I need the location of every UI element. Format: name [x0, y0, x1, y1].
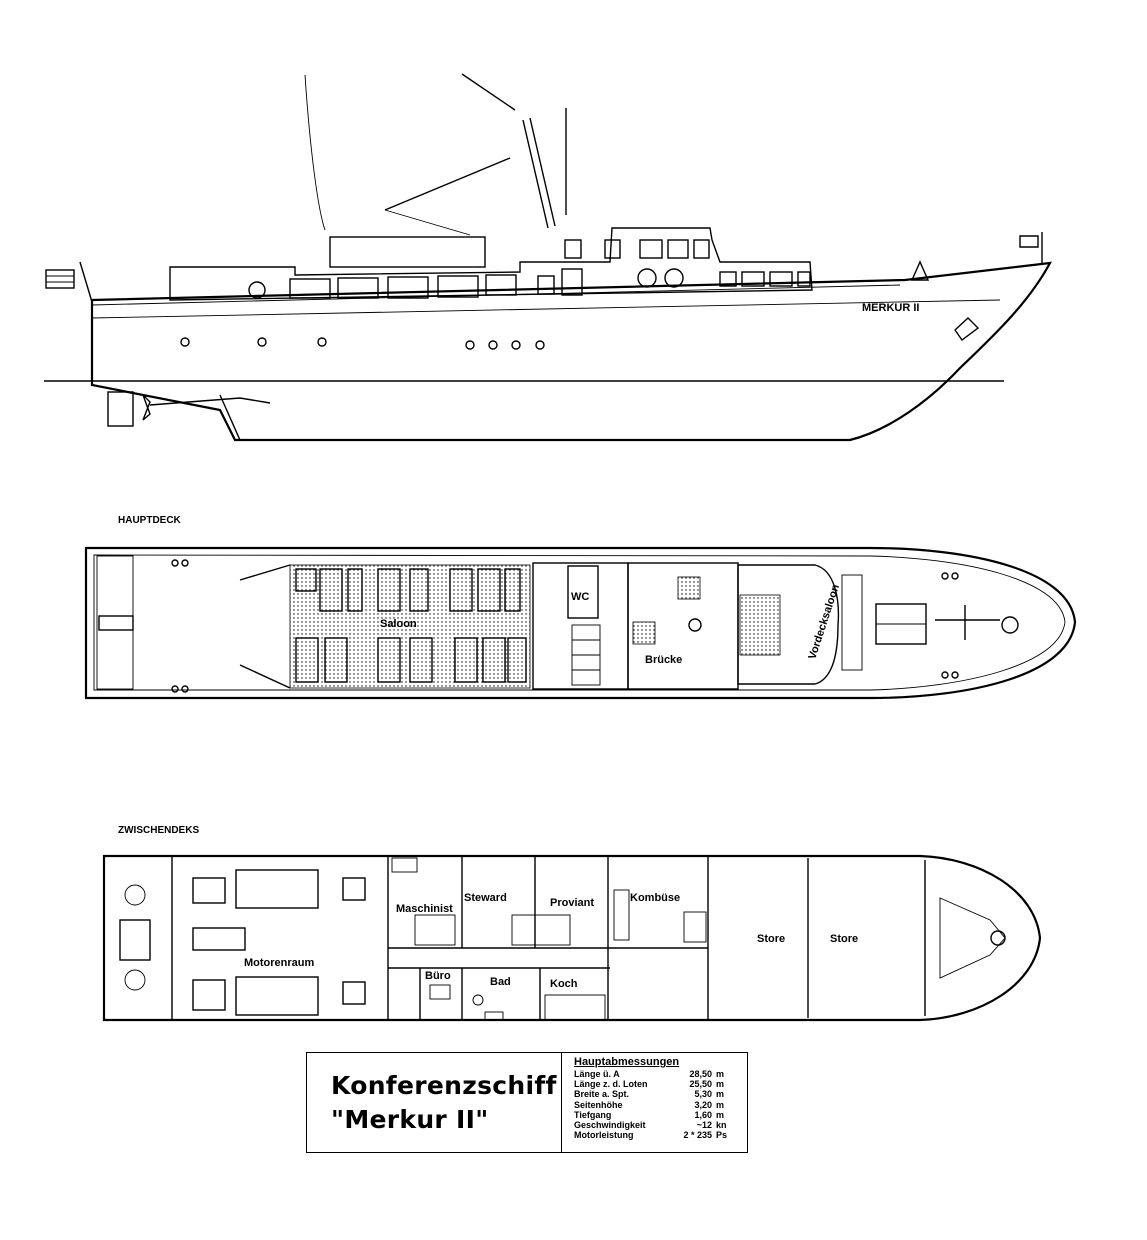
dimension-unit: kn	[716, 1120, 727, 1131]
dimension-label: Breite a. Spt.	[574, 1089, 630, 1100]
room-motorenraum: Motorenraum	[244, 957, 315, 969]
dimension-row: Geschwindigkeit ~12 kn	[574, 1120, 734, 1130]
dimension-value: 3,20	[694, 1099, 712, 1110]
main-deck-heading: HAUPTDECK	[118, 515, 182, 526]
dimension-row: Motorleistung 2 * 235 Ps	[574, 1130, 734, 1140]
dimension-value: 25,50	[689, 1079, 712, 1090]
room-kombuese: Kombüse	[630, 892, 680, 904]
dimension-label: Länge z. d. Loten	[574, 1079, 648, 1090]
hull-side	[90, 261, 1052, 442]
dimension-row: Seitenhöhe 3,20 m	[574, 1100, 734, 1110]
deckhouse	[169, 227, 813, 301]
portholes	[180, 337, 545, 350]
dimension-row: Länge ü. A 28,50 m	[574, 1069, 734, 1079]
hull-name: MERKUR II	[862, 302, 919, 314]
dimension-label: Motorleistung	[574, 1130, 634, 1141]
bow-winch-icon	[1001, 616, 1019, 634]
dimension-row: Tiefgang 1,60 m	[574, 1110, 734, 1120]
lower-deck-outline	[102, 854, 1042, 1022]
dimensions-heading: Hauptabmessungen	[574, 1056, 680, 1068]
dimension-unit: Ps	[716, 1130, 728, 1141]
main-deck-outline	[84, 546, 1077, 700]
dimension-label: Seitenhöhe	[574, 1099, 623, 1110]
dimension-unit: m	[716, 1089, 725, 1100]
dimension-row: Länge z. d. Loten 25,50 m	[574, 1079, 734, 1089]
room-steward: Steward	[464, 892, 507, 904]
room-wc: WC	[571, 591, 589, 603]
rudder	[107, 391, 134, 427]
title-line-1: Konferenzschiff	[331, 1071, 557, 1100]
dimension-value: 1,60	[694, 1109, 712, 1120]
anchor	[954, 317, 980, 341]
dimension-row: Breite a. Spt. 5,30 m	[574, 1089, 734, 1099]
dimension-unit: m	[716, 1099, 725, 1110]
lower-deck-plan: Motorenraum Maschinist Steward Proviant …	[102, 854, 1042, 1022]
side-elevation: MERKUR II	[44, 73, 1052, 442]
room-store-1: Store	[757, 933, 785, 945]
room-proviant: Proviant	[550, 897, 594, 909]
dimension-value: 5,30	[694, 1089, 712, 1100]
room-maschinist: Maschinist	[396, 903, 453, 915]
room-saloon: Saloon	[380, 618, 417, 630]
room-buero: Büro	[425, 970, 451, 982]
dimension-unit: m	[716, 1069, 725, 1079]
title-line-2: "Merkur II"	[331, 1105, 489, 1134]
room-koch: Koch	[550, 978, 578, 990]
dimension-label: Geschwindigkeit	[574, 1120, 646, 1131]
title-block: Konferenzschiff "Merkur II" Hauptabmessu…	[306, 1052, 748, 1153]
stern-flag	[45, 269, 75, 289]
dimension-label: Tiefgang	[574, 1109, 612, 1120]
bow-flag	[1019, 235, 1039, 248]
propeller	[142, 394, 151, 421]
mast	[522, 119, 549, 229]
dimension-label: Länge ü. A	[574, 1069, 620, 1079]
dimension-value: 2 * 235	[683, 1130, 712, 1141]
dimension-value: ~12	[696, 1120, 712, 1131]
saloon-chairs	[295, 568, 527, 683]
dimension-unit: m	[716, 1109, 725, 1120]
dimension-unit: m	[716, 1079, 725, 1090]
room-store-2: Store	[830, 933, 858, 945]
title-panel: Konferenzschiff "Merkur II"	[307, 1053, 562, 1152]
wheel-icon	[688, 618, 702, 632]
chain-locker-icon	[990, 930, 1006, 946]
room-bad: Bad	[490, 976, 511, 988]
side-windows	[289, 239, 811, 299]
room-bruecke: Brücke	[645, 654, 682, 666]
dimension-value: 28,50	[689, 1069, 712, 1079]
lower-deck-heading: ZWISCHENDEKS	[118, 825, 199, 836]
main-deck-plan: Saloon WC Brücke Vordecksaloon	[84, 546, 1077, 700]
bollards	[171, 559, 959, 693]
